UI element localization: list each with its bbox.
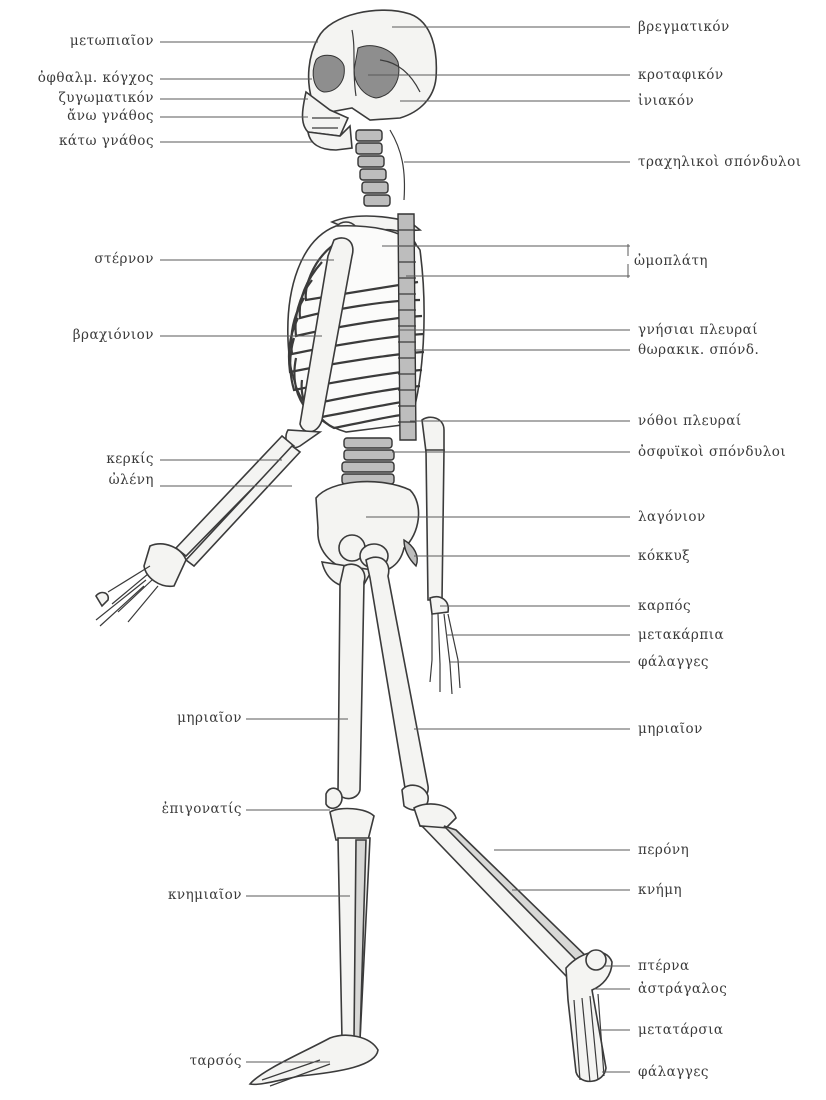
label-ano-gnathos: ἄνω γνάθος	[67, 108, 154, 124]
label-pterna: πτέρνα	[638, 958, 690, 974]
leg-front	[366, 557, 612, 1082]
label-merialon-left: μηριαῖον	[177, 710, 242, 726]
label-omoplate: ὠμοπλάτη	[634, 253, 708, 269]
label-zygomatikon: ζυγωματικόν	[58, 90, 154, 106]
label-krotafikon: κροταφικόν	[638, 67, 724, 83]
label-falagges-hand: φάλαγγες	[638, 654, 709, 670]
label-gnesiai: γνήσιαι πλευραί	[638, 322, 758, 338]
label-bregmatikon: βρεγματικόν	[638, 19, 730, 35]
label-tarsos: ταρσός	[190, 1053, 242, 1069]
label-perone: περόνη	[638, 842, 689, 858]
label-kato-gnathos: κάτω γνάθος	[59, 133, 154, 149]
lumbar-spine	[342, 438, 394, 484]
label-trachelikoi: τραχηλικοὶ σπόνδυλοι	[638, 154, 802, 170]
label-metakarpia: μετακάρπια	[638, 627, 724, 643]
label-karpos: καρπός	[638, 598, 691, 614]
label-merialon-right: μηριαῖον	[638, 721, 703, 737]
label-metatarsia: μετατάρσια	[638, 1022, 724, 1038]
label-kerkis: κερκίς	[106, 451, 154, 467]
leg-back	[250, 564, 378, 1086]
label-kokkyx: κόκκυξ	[638, 548, 690, 564]
label-lagonion: λαγόνιον	[638, 509, 706, 525]
cervical-spine	[356, 130, 404, 206]
label-iniakon: ἰνιακόν	[638, 93, 694, 109]
label-metopiaion: μετωπιαῖον	[70, 33, 154, 49]
label-nothoi: νόθοι πλευραί	[638, 413, 742, 429]
label-thorakik: θωρακικ. σπόνδ.	[638, 342, 759, 358]
label-falagges-foot: φάλαγγες	[638, 1064, 709, 1080]
label-astragalos: ἀστράγαλος	[638, 981, 727, 997]
label-olene: ὠλένη	[109, 472, 154, 488]
pelvis	[316, 482, 419, 589]
label-osfyikoi: ὀσφυϊκοὶ σπόνδυλοι	[638, 444, 786, 460]
label-kneme: κνήμη	[638, 882, 682, 898]
label-brachionion: βραχιόνιον	[73, 327, 154, 343]
skull	[303, 10, 437, 150]
label-ofthalm-kogchos: ὀφθαλμ. κόγχος	[38, 70, 154, 86]
label-sternon: στέρνον	[94, 251, 154, 267]
label-knemiaion: κνημιαῖον	[168, 887, 242, 903]
label-epigonatis: ἐπιγονατίς	[162, 801, 242, 817]
